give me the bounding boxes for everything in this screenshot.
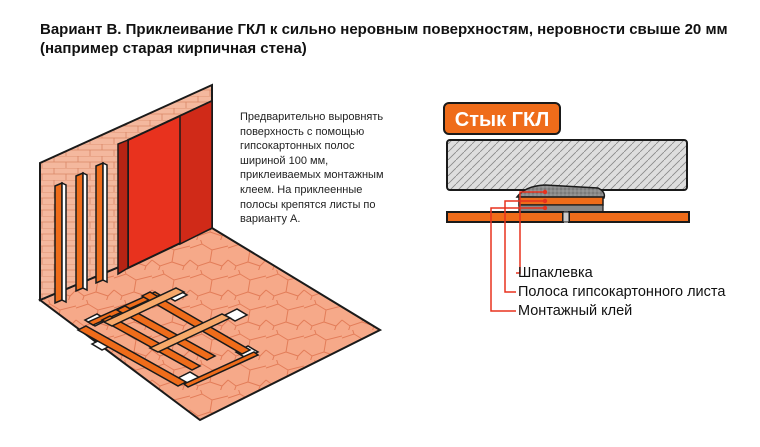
floor-strip (76, 325, 188, 387)
leader-dot (542, 189, 548, 195)
leader-dots (542, 189, 548, 211)
joint-badge: Стык ГКЛ (443, 102, 561, 135)
title-line-2: (например старая кирпичная стена) (40, 40, 307, 57)
joint-detail (446, 139, 690, 312)
description-line: клеем. На приклеенные (240, 183, 363, 196)
gkl-sheet-right (179, 99, 213, 246)
putty-layer (515, 184, 606, 199)
title-line-1: Вариант В. Приклеивание ГКЛ к сильно нер… (40, 21, 728, 38)
floor-strip (182, 351, 260, 388)
description-text: Предварительно выровнять поверхность с п… (240, 110, 410, 227)
sheet-joint (562, 211, 570, 223)
description-line: поверхность с помощью (240, 125, 365, 138)
leader-dot (542, 198, 548, 204)
vertical-strip (75, 171, 84, 293)
description-line: Предварительно выровнять (240, 111, 384, 123)
gkl-sheet-section-right (568, 211, 690, 223)
page-title: Вариант В. Приклеивание ГКЛ к сильно нер… (40, 20, 740, 58)
vertical-strip (82, 171, 88, 292)
vertical-strip (102, 161, 108, 284)
legend-adhesive: Монтажный клей (518, 303, 633, 319)
leader-strip (504, 200, 545, 293)
legend-putty: Шпаклевка (518, 265, 593, 281)
vertical-strips (54, 161, 108, 305)
floor-frame (76, 287, 260, 388)
description-line: полосы крепятся листы по (240, 198, 376, 211)
floor-strip-inner (148, 313, 232, 353)
floor-strip (140, 291, 252, 355)
floor-strip-inner (102, 287, 186, 327)
room-illustration (38, 83, 383, 422)
vertical-strip (54, 181, 63, 305)
vertical-strip (95, 161, 104, 285)
leader-dot (542, 205, 548, 211)
description-line: варианту А. (240, 213, 301, 226)
leader-putty (516, 191, 545, 274)
description-line: приклеиваемых монтажным (240, 169, 384, 182)
description-line: шириной 100 мм, (240, 154, 329, 167)
concrete-wall-section (446, 139, 688, 191)
leader-adhesive (490, 207, 545, 312)
vertical-strip (61, 181, 67, 304)
gkl-sheet-back (117, 138, 129, 276)
floor-strip (100, 315, 202, 371)
description-line: гипсокартонных полос (240, 140, 355, 153)
leader-lines (490, 191, 545, 312)
legend-gypsum-strip: Полоса гипсокартонного листа (518, 284, 726, 300)
